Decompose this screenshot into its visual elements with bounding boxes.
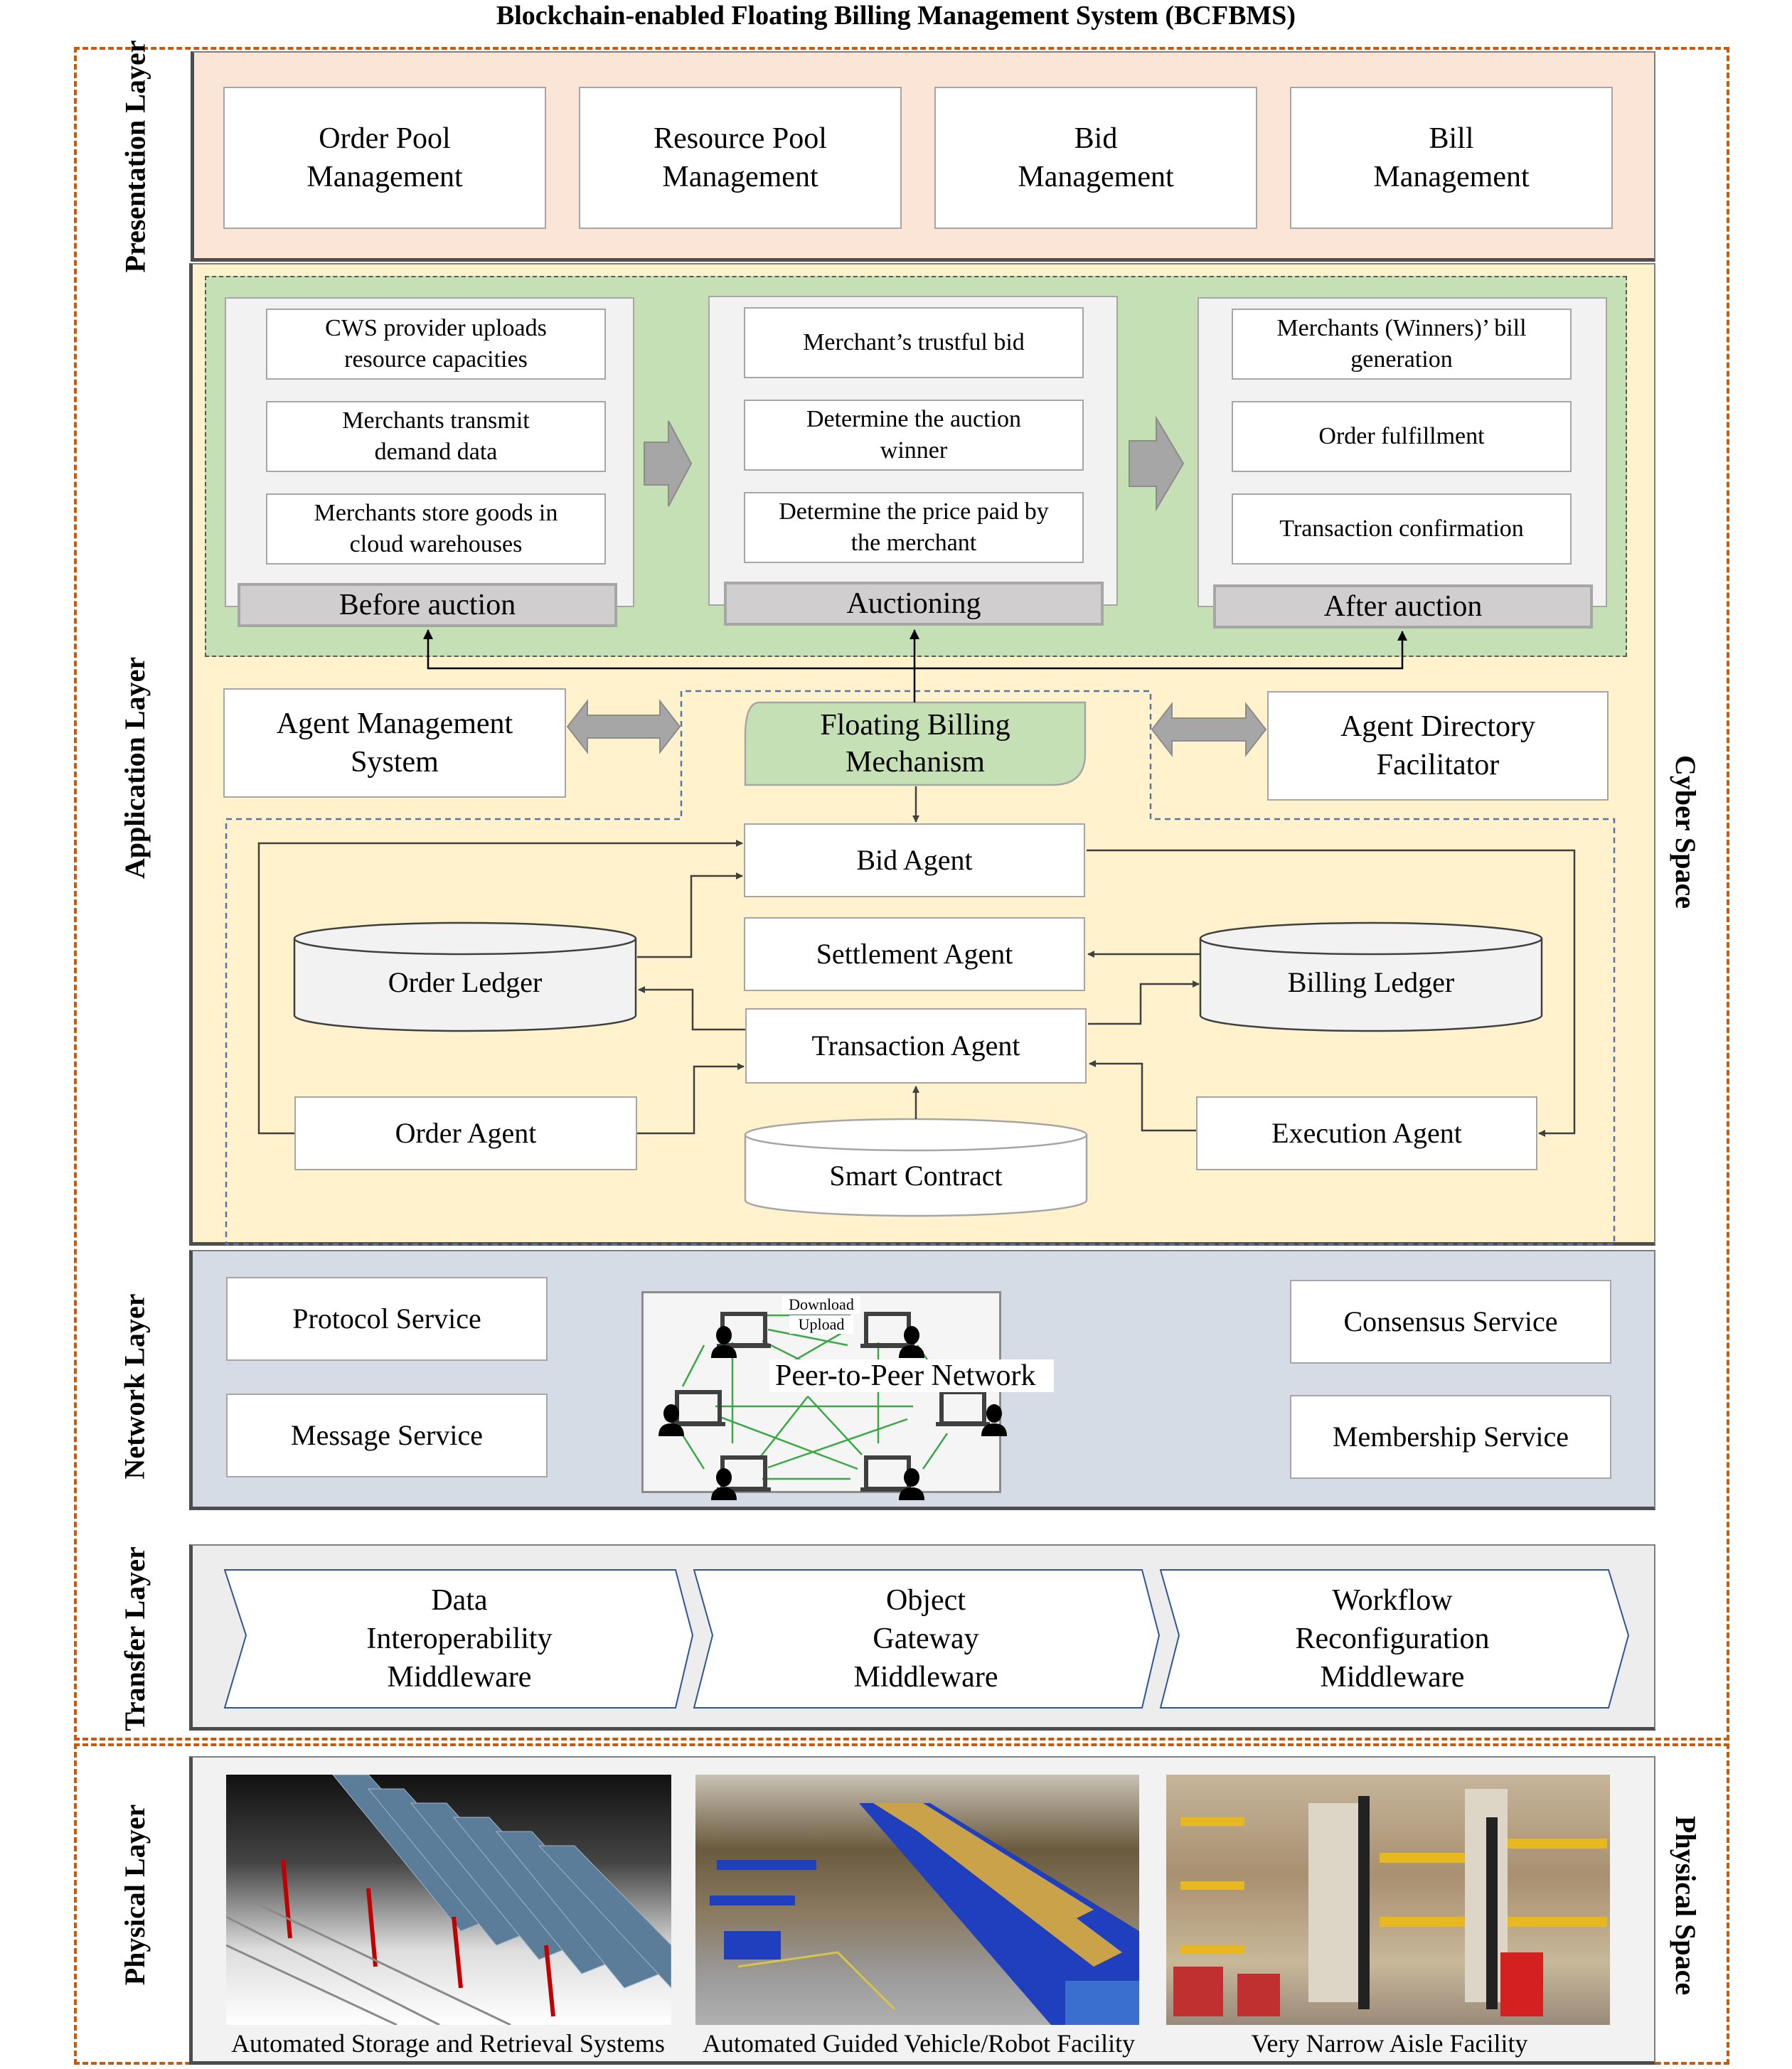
message-service[interactable]: Message Service bbox=[226, 1394, 548, 1477]
double-arrow-ams bbox=[566, 699, 681, 754]
consensus-service[interactable]: Consensus Service bbox=[1290, 1280, 1611, 1364]
agent-directory-facilitator[interactable]: Agent Directory Facilitator bbox=[1267, 691, 1609, 801]
workflow-reconfiguration-middleware[interactable]: Workflow Reconfiguration Middleware bbox=[1295, 1584, 1490, 1694]
p2p-network-title: Peer-to-Peer Network bbox=[769, 1359, 1054, 1392]
step-bill-generation[interactable]: Merchants (Winners)’ bill generation bbox=[1232, 309, 1572, 380]
transaction-agent[interactable]: Transaction Agent bbox=[745, 1008, 1087, 1084]
step-cws-upload[interactable]: CWS provider uploads resource capacities bbox=[266, 309, 606, 380]
arrow-auction-to-after bbox=[1129, 415, 1185, 512]
caption-agv-facility: Automated Guided Vehicle/Robot Facility bbox=[702, 2029, 1136, 2058]
double-arrow-adf bbox=[1151, 702, 1267, 757]
execution-agent[interactable]: Execution Agent bbox=[1196, 1096, 1537, 1170]
diagram-title: Blockchain-enabled Floating Billing Mana… bbox=[496, 1, 1296, 31]
step-store-goods[interactable]: Merchants store goods in cloud warehouse… bbox=[266, 493, 606, 565]
chevron-workflow-reconfiguration bbox=[1159, 1569, 1630, 1709]
cyber-space-region bbox=[74, 47, 1729, 1741]
chevron-data-interoperability bbox=[223, 1569, 694, 1709]
order-agent[interactable]: Order Agent bbox=[294, 1096, 637, 1170]
caption-vna-facility: Very Narrow Aisle Facility bbox=[1251, 2029, 1528, 2058]
object-gateway-middleware[interactable]: Object Gateway Middleware bbox=[853, 1584, 998, 1694]
step-determine-price[interactable]: Determine the price paid by the merchant bbox=[744, 492, 1084, 563]
settlement-agent[interactable]: Settlement Agent bbox=[744, 917, 1085, 991]
bill-management[interactable]: Bill Management bbox=[1290, 87, 1613, 229]
membership-service[interactable]: Membership Service bbox=[1290, 1395, 1611, 1479]
step-transaction-confirmation[interactable]: Transaction confirmation bbox=[1232, 493, 1572, 565]
billing-ledger[interactable]: Billing Ledger bbox=[1287, 966, 1455, 998]
step-order-fulfillment[interactable]: Order fulfillment bbox=[1232, 401, 1572, 472]
bid-management[interactable]: Bid Management bbox=[934, 87, 1257, 229]
smart-contract[interactable]: Smart Contract bbox=[829, 1159, 1003, 1192]
chevron-object-gateway bbox=[693, 1569, 1161, 1709]
arrow-before-to-auction bbox=[644, 420, 693, 507]
phase-label-auctioning: Auctioning bbox=[724, 582, 1104, 626]
protocol-service[interactable]: Protocol Service bbox=[226, 1277, 548, 1361]
order-ledger[interactable]: Order Ledger bbox=[388, 966, 543, 998]
step-transmit-demand[interactable]: Merchants transmit demand data bbox=[266, 401, 606, 472]
p2p-download-label: Download bbox=[782, 1295, 860, 1314]
asrs-image bbox=[226, 1775, 671, 2025]
step-trustful-bid[interactable]: Merchant’s trustful bid bbox=[744, 307, 1084, 378]
bid-agent[interactable]: Bid Agent bbox=[744, 823, 1085, 897]
caption-asrs: Automated Storage and Retrieval Systems bbox=[231, 2029, 665, 2058]
p2p-upload-label: Upload bbox=[789, 1315, 853, 1334]
data-interoperability-middleware[interactable]: Data Interoperability Middleware bbox=[366, 1584, 553, 1694]
agv-facility-image bbox=[695, 1775, 1139, 2025]
resource-pool-management[interactable]: Resource Pool Management bbox=[579, 87, 902, 229]
agent-management-system[interactable]: Agent Management System bbox=[223, 688, 566, 798]
step-determine-winner[interactable]: Determine the auction winner bbox=[744, 400, 1084, 471]
phase-label-before-auction: Before auction bbox=[238, 583, 617, 627]
order-pool-management[interactable]: Order Pool Management bbox=[223, 87, 546, 229]
floating-billing-mechanism[interactable]: Floating Billing Mechanism bbox=[820, 709, 1010, 779]
phase-label-after-auction: After auction bbox=[1213, 584, 1593, 629]
billing-ledger-cylinder bbox=[1199, 921, 1543, 1032]
vna-facility-image bbox=[1166, 1775, 1610, 2025]
order-ledger-cylinder bbox=[293, 921, 637, 1032]
